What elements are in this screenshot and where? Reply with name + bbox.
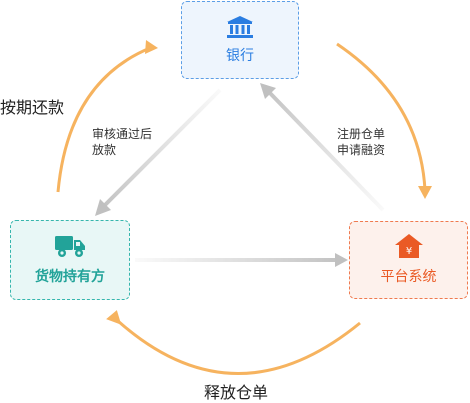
node-bank-label: 银行	[226, 47, 254, 64]
edge-label-register-line2: 申请融资	[337, 143, 386, 157]
arc-bank-to-platform-arrowhead	[418, 186, 432, 199]
arc-owner-to-bank-arrowhead	[145, 40, 158, 54]
arc-platform-to-owner-arrowhead	[106, 310, 122, 325]
bank-icon	[227, 15, 253, 38]
arc-owner-to-bank	[56, 46, 151, 193]
edge-label-repay: 按期还款	[0, 98, 65, 117]
node-platform: ¥ 平台系统	[349, 221, 468, 299]
arc-bank-to-platform	[336, 42, 427, 191]
node-bank: 银行	[181, 1, 299, 79]
node-platform-label: 平台系统	[380, 269, 437, 285]
edge-label-release: 释放仓单	[204, 383, 269, 402]
edge-label-approve-line2: 放款	[92, 143, 117, 157]
house-yen-icon: ¥	[394, 234, 423, 258]
arrow-owner-to-platform-head	[335, 253, 348, 267]
arrow-bank-to-owner-head	[95, 199, 111, 216]
arrow-platform-to-bank-head	[260, 83, 276, 99]
arrow-bank-to-owner	[102, 88, 222, 208]
arc-platform-to-owner	[117, 319, 361, 375]
node-goods-owner: 货物持有方	[10, 220, 130, 300]
house-yen-glyph: ¥	[405, 246, 411, 257]
arrow-platform-to-bank	[266, 89, 385, 212]
edge-label-approve-line1: 审核通过后	[92, 127, 153, 141]
edge-label-register-line1: 注册仓单	[337, 127, 386, 141]
node-goods-owner-label: 货物持有方	[35, 269, 105, 285]
truck-icon	[55, 236, 85, 257]
